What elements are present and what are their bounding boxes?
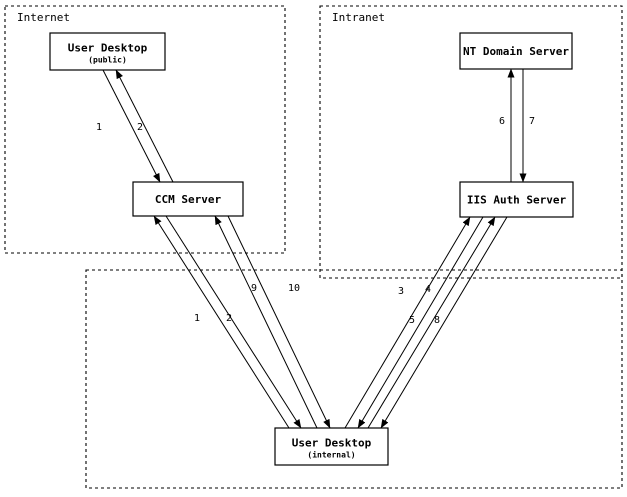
- zone-border-intranet: [319, 5, 623, 279]
- node-title-nt-domain-server: NT Domain Server: [463, 45, 569, 58]
- node-subtitle-user-desktop-public: (public): [88, 55, 127, 65]
- flow-label-flow-5: 5: [409, 315, 415, 326]
- flow-label-flow-8: 8: [434, 315, 440, 326]
- node-user-desktop-internal[interactable]: User Desktop(internal): [274, 427, 389, 466]
- node-subtitle-user-desktop-internal: (internal): [307, 450, 355, 460]
- flow-label-flow-2-internal: 2: [226, 313, 232, 324]
- flow-line-flow-2-public: [115, 69, 174, 183]
- node-ccm-server[interactable]: CCM Server: [132, 181, 244, 217]
- node-iis-auth-server[interactable]: IIS Auth Server: [459, 181, 574, 218]
- flow-line-flow-1-public: [102, 69, 161, 183]
- flow-label-flow-10: 10: [288, 283, 300, 294]
- flow-labels-layer: 1 2 6 7 1 2 9 10 3 4 5 8: [96, 116, 535, 326]
- flow-line-flow-10: [227, 215, 331, 429]
- zone-label-internet: Internet: [17, 11, 70, 24]
- flow-label-flow-2-public: 2: [137, 122, 143, 133]
- node-box-nt-domain-server: [459, 32, 573, 70]
- node-title-ccm-server: CCM Server: [155, 193, 222, 206]
- node-box-ccm-server: [132, 181, 244, 217]
- node-title-user-desktop-internal: User Desktop: [292, 437, 372, 450]
- flow-label-flow-7: 7: [529, 116, 535, 127]
- flow-label-flow-4: 4: [425, 284, 431, 295]
- node-nt-domain-server[interactable]: NT Domain Server: [459, 32, 573, 70]
- node-box-iis-auth-server: [459, 181, 574, 218]
- flow-line-flow-8: [380, 216, 508, 429]
- flow-label-flow-3: 3: [398, 286, 404, 297]
- flow-line-flow-4: [357, 216, 484, 429]
- flow-line-flow-2-internal: [165, 215, 302, 429]
- flow-line-flow-9: [214, 215, 318, 429]
- flow-label-flow-1-internal: 1: [194, 313, 200, 324]
- node-title-user-desktop-public: User Desktop: [68, 42, 148, 55]
- node-box-user-desktop-internal: [274, 427, 389, 466]
- zone-border-internet: [4, 5, 286, 254]
- flow-line-flow-3: [344, 216, 471, 429]
- flow-line-flow-5: [367, 216, 496, 429]
- flow-label-flow-6: 6: [499, 116, 505, 127]
- zone-border-internal: [85, 269, 623, 489]
- node-user-desktop-public[interactable]: User Desktop(public): [49, 32, 166, 71]
- flow-label-flow-1-public: 1: [96, 122, 102, 133]
- flow-line-flow-1-internal: [153, 215, 290, 429]
- node-title-iis-auth-server: IIS Auth Server: [467, 194, 567, 207]
- flow-label-flow-9: 9: [251, 283, 257, 294]
- flows-layer: [102, 68, 527, 429]
- node-box-user-desktop-public: [49, 32, 166, 71]
- zones-layer: Internet Intranet: [4, 5, 623, 489]
- zone-label-intranet: Intranet: [332, 11, 385, 24]
